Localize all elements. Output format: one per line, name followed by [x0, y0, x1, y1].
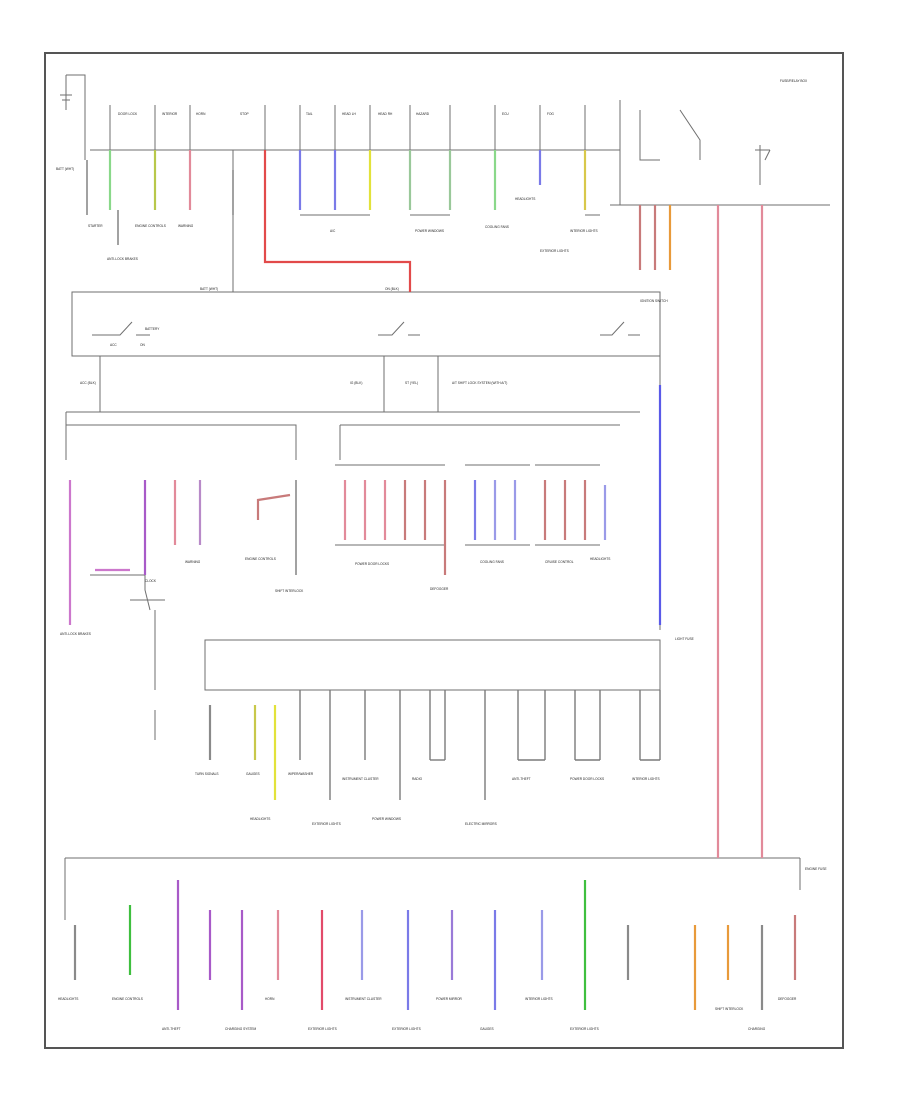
bottom-dest-label: CHARGING [748, 1027, 766, 1031]
lower-fuse-block [204, 639, 661, 691]
lower-dest-label: ANTI-THEFT [512, 777, 531, 781]
lower-dest-label: INSTRUMENT CLUSTER [342, 777, 379, 781]
bottom-dest-label: INSTRUMENT CLUSTER [345, 997, 382, 1001]
relay-box [619, 100, 701, 206]
top-dest-label: INTERIOR LIGHTS [570, 229, 598, 233]
middle-dest-label: ENGINE CONTROLS [245, 557, 276, 561]
top-dest-label: ENGINE CONTROLS [135, 224, 166, 228]
label-bus-acc: ACC (BLK) [80, 381, 96, 385]
top-dest-label: WARNING [178, 224, 194, 228]
bottom-dest-label: INTERIOR LIGHTS [525, 997, 553, 1001]
battery-symbol [60, 74, 86, 160]
top-fuse-verticals [109, 105, 586, 150]
middle-dest-label: POWER DOOR LOCKS [355, 562, 389, 566]
bottom-dest-label: ENGINE CONTROLS [112, 997, 143, 1001]
top-dest-label: HEADLIGHTS [515, 197, 535, 201]
label-at-shift: A/T SHIFT LOCK SYSTEM (WITH A/T) [452, 381, 507, 385]
label-bus-st: ST (YEL) [405, 381, 418, 385]
lower-dest-label: TURN SIGNALS [195, 772, 219, 776]
middle-dest-label: DEFOGGER [430, 587, 449, 591]
label-switch-acc: ACC [110, 343, 117, 347]
top-fuse-label: HEAD LH [342, 112, 357, 116]
top-fuse-label: HORN [196, 112, 206, 116]
top-fuse-label: ECU [502, 112, 509, 116]
lower-gray-wires [86, 160, 661, 800]
top-fuse-labels: DOOR LOCK INTERIOR HORN STOP TAIL HEAD L… [88, 112, 598, 261]
label-fuse-relay-box: FUSE/RELAY BOX [780, 79, 808, 83]
middle-dest-labels: CLOCK WARNING ENGINE CONTROLS SHIFT INTE… [60, 557, 610, 636]
bottom-dest-label: HEADLIGHTS [58, 997, 78, 1001]
ignition-switch-box [71, 291, 661, 357]
top-fuse-label: FOG [547, 112, 554, 116]
middle-dest-label: COOLING FANS [480, 560, 504, 564]
bottom-dest-label: GAUGES [480, 1027, 494, 1031]
diagram-frame [44, 52, 844, 1049]
lower-dest-label: ELECTRIC MIRRORS [465, 822, 497, 826]
middle-dest-label: CRUISE CONTROL [545, 560, 574, 564]
top-dest-label: A/C [330, 229, 336, 233]
bottom-dest-label: EXTERIOR LIGHTS [308, 1027, 337, 1031]
label-batt-left: BATT (WHT) [56, 167, 74, 171]
middle-dest-label: ANTI-LOCK BRAKES [60, 632, 91, 636]
middle-dest-label: SHIFT INTERLOCK [275, 589, 304, 593]
lower-dest-label: POWER DOOR LOCKS [570, 777, 604, 781]
lower-dest-label: HEADLIGHTS [250, 817, 270, 821]
middle-dest-label: CLOCK [145, 579, 157, 583]
top-fuse-label: TAIL [306, 112, 313, 116]
bottom-dest-labels: HEADLIGHTS ENGINE CONTROLS ANTI-THEFT CH… [58, 997, 797, 1031]
middle-dest-label: HEADLIGHTS [590, 557, 610, 561]
top-fuse-label: DOOR LOCK [118, 112, 138, 116]
label-switch-battery: BATTERY [145, 327, 160, 331]
colored-wires [68, 150, 797, 1010]
bottom-dest-label: POWER MIRROR [436, 997, 463, 1001]
label-bus-on: ON (BLK) [385, 287, 399, 291]
label-bus-ign: IG (BLK) [350, 381, 362, 385]
label-light-fuse: LIGHT FUSE [675, 637, 694, 641]
lower-dest-label: GAUGES [246, 772, 260, 776]
top-fuse-label: STOP [240, 112, 249, 116]
bottom-dest-label: EXTERIOR LIGHTS [570, 1027, 599, 1031]
top-dest-label: POWER WINDOWS [415, 229, 444, 233]
bottom-dest-label: EXTERIOR LIGHTS [392, 1027, 421, 1031]
top-dest-label: STARTER [88, 224, 103, 228]
label-bus-batt: BATT (WHT) [200, 287, 218, 291]
top-dest-label: EXTERIOR LIGHTS [540, 249, 569, 253]
bottom-dest-label: DEFOGGER [778, 997, 797, 1001]
bottom-dest-label: ANTI-THEFT [162, 1027, 181, 1031]
diagram-labels: FUSE/RELAY BOX BATT (WHT) BATT (WHT) ON … [56, 79, 827, 871]
lower-dest-label: WIPER/WASHER [288, 772, 314, 776]
middle-dest-label: WARNING [185, 560, 201, 564]
lower-dest-label: INTERIOR LIGHTS [632, 777, 660, 781]
bottom-dest-label: SHIFT INTERLOCK [715, 1007, 744, 1011]
wire-red-sw [256, 493, 291, 520]
top-dest-label: ANTI-LOCK BRAKES [107, 257, 138, 261]
label-engine-fuse: ENGINE FUSE [805, 867, 827, 871]
top-dest-label: COOLING FANS [485, 225, 509, 229]
lower-dest-label: POWER WINDOWS [372, 817, 401, 821]
label-switch-on: ON [140, 343, 145, 347]
lower-dest-label: EXTERIOR LIGHTS [312, 822, 341, 826]
top-fuse-label: INTERIOR [162, 112, 178, 116]
wire-red-long [263, 150, 412, 292]
top-fuse-label: HEAD RH [378, 112, 393, 116]
bottom-dest-label: CHARGING SYSTEM [225, 1027, 257, 1031]
label-ignition-switch: IGNITION SWITCH [640, 299, 668, 303]
lower-dest-label: RADIO [412, 777, 423, 781]
top-fuse-label: HAZARD [416, 112, 430, 116]
lower-dest-labels: TURN SIGNALS HEADLIGHTS EXTERIOR LIGHTS … [195, 772, 660, 826]
bottom-dest-label: HORN [265, 997, 275, 1001]
